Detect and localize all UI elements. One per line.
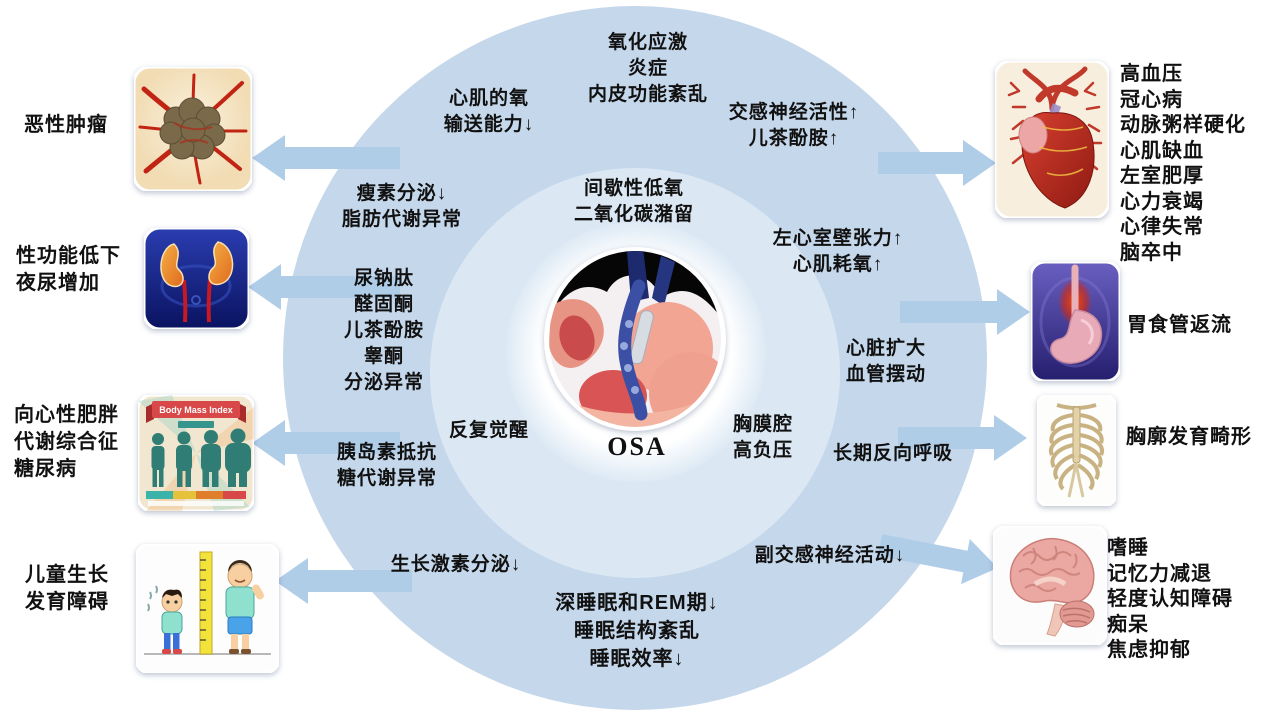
arrow-to-tumor: [252, 135, 400, 181]
heart-image: [995, 61, 1109, 218]
label-cardiovascular: 高血压 冠心病 动脉粥样硬化 心肌缺血 左室肥厚 心力衰竭 心律失常 脑卒中: [1120, 63, 1246, 264]
ribcage-image: [1037, 395, 1116, 506]
label-neurocognitive: 嗜睡 记忆力减退 轻度认知障碍 痴呆 焦虑抑郁: [1107, 537, 1233, 661]
tumor-image: [134, 67, 252, 191]
mechanism-recurrent-arousal: 反复觉醒: [448, 420, 530, 441]
label-metabolic: 向心性肥胖 代谢综合征 糖尿病: [14, 404, 119, 480]
arrow-to-ribcage: [898, 415, 1027, 461]
label-malignancy: 恶性肿瘤: [24, 114, 108, 136]
brain-image: [993, 526, 1107, 645]
arrow-to-bmi: [252, 420, 400, 466]
mechanism-paradoxical-breathing: 长期反向呼吸: [832, 443, 954, 464]
osa-airway-illustration: [544, 247, 726, 431]
osa-label: OSA: [607, 432, 667, 461]
bmi-image: Body Mass Index: [138, 395, 254, 511]
mechanism-pleural-pressure: 胸膜腔 高负压: [732, 414, 794, 461]
mechanism-myocardial-oxygen: 心肌的氧 输送能力↓: [443, 88, 535, 135]
mechanism-growth-hormone: 生长激素分泌↓: [390, 554, 522, 575]
arrow-to-stomach: [900, 289, 1030, 335]
mechanism-oxidative-stress: 氧化应激 炎症 内皮功能紊乱: [587, 32, 709, 105]
mechanism-parasympathetic: 副交感神经活动↓: [754, 545, 906, 566]
mechanism-insulin-resistance: 胰岛素抵抗 糖代谢异常: [336, 442, 438, 489]
core-intermittent-hypoxia: 间歇性低氧 二氧化碳潴留: [573, 178, 695, 225]
arrow-to-child: [275, 558, 412, 604]
mechanism-lv-wall-tension: 左心室壁张力↑ 心肌耗氧↑: [772, 228, 904, 275]
label-thorax: 胸廓发育畸形: [1126, 426, 1252, 448]
label-gerd: 胃食管返流: [1127, 314, 1232, 336]
bmi-banner-text: Body Mass Index: [159, 405, 233, 415]
arrow-to-kidney: [248, 264, 400, 310]
arrow-to-heart: [878, 140, 996, 186]
mechanism-leptin: 瘦素分泌↓ 脂肪代谢异常: [341, 183, 463, 230]
child-growth-image: [136, 544, 279, 673]
label-child-growth: 儿童生长 发育障碍: [25, 564, 109, 613]
mechanism-sleep-disruption: 深睡眠和REM期↓ 睡眠结构紊乱 睡眠效率↓: [555, 592, 719, 670]
mechanism-hormone-secretion: 尿钠肽 醛固酮 儿茶酚胺 睾酮 分泌异常: [343, 268, 425, 393]
mechanism-sympathetic: 交感神经活性↑ 儿茶酚胺↑: [728, 102, 860, 149]
arrow-to-brain: [877, 534, 998, 585]
stomach-image: [1031, 262, 1120, 381]
mechanism-cardiac-enlargement: 心脏扩大 血管摆动: [845, 338, 927, 385]
kidney-image: [144, 228, 249, 329]
label-renal-sexual: 性功能低下 夜尿增加: [16, 245, 121, 294]
